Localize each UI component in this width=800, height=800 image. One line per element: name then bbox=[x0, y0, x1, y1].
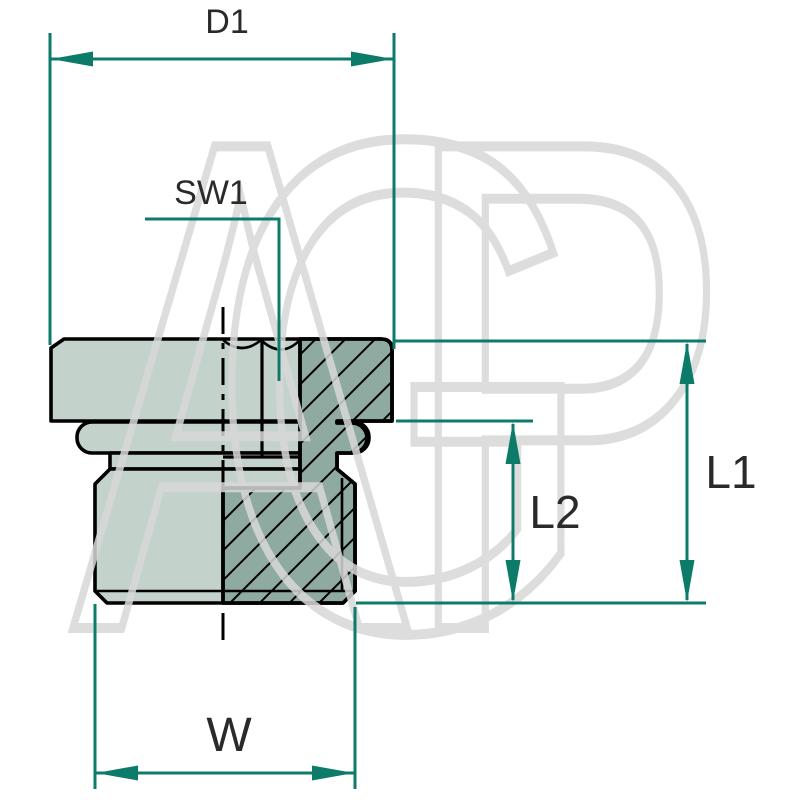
watermark-text: AGP bbox=[72, 0, 712, 777]
dimension-label-d1: D1 bbox=[205, 3, 248, 41]
l2-arrowhead-top bbox=[505, 422, 521, 464]
watermark-group: AGP bbox=[68, 0, 800, 781]
dimension-sw1: SW1 bbox=[145, 174, 281, 381]
dimension-w: W bbox=[93, 604, 357, 789]
d1-arrowhead-left bbox=[51, 51, 93, 67]
socket-chamfer-arc-right bbox=[260, 339, 301, 351]
dimension-l1: L1 bbox=[356, 339, 757, 605]
sw1-leader-line bbox=[145, 217, 281, 381]
d1-arrowhead-right bbox=[351, 51, 393, 67]
dimension-d1: D1 bbox=[48, 3, 396, 349]
w-arrowhead-right bbox=[312, 765, 354, 781]
dimension-label-w: W bbox=[206, 709, 252, 762]
w-arrowhead-left bbox=[96, 765, 138, 781]
hex-socket-lines bbox=[222, 338, 301, 459]
l1-arrowhead-top bbox=[679, 342, 695, 384]
l2-arrowhead-bottom bbox=[505, 560, 521, 602]
dimension-label-l2: L2 bbox=[529, 486, 580, 538]
socket-chamfer-arc-left bbox=[222, 338, 262, 350]
dimension-l2: L2 bbox=[396, 419, 581, 602]
l1-arrowhead-bottom bbox=[679, 560, 695, 602]
dimension-label-l1: L1 bbox=[705, 446, 756, 498]
dimension-label-sw1: SW1 bbox=[174, 174, 248, 212]
section-hatching bbox=[221, 337, 394, 605]
fitting-part bbox=[49, 307, 394, 649]
